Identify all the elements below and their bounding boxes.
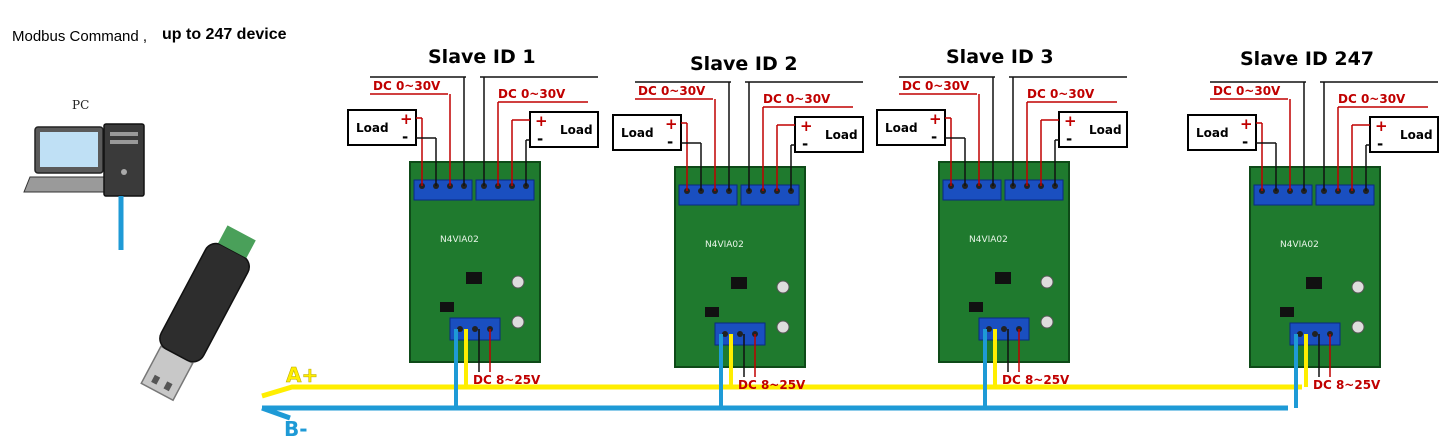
screw <box>722 331 728 337</box>
ic-chip <box>1280 307 1294 317</box>
terminal-block-right <box>740 184 800 206</box>
terminal-block-left <box>942 179 1002 201</box>
rs485-bus: A+ B- <box>261 363 1302 441</box>
capacitor <box>1040 275 1054 289</box>
bus-a-line <box>261 384 1302 399</box>
load-left-label: Load <box>356 121 389 135</box>
capacitor <box>776 280 790 294</box>
load-left-box <box>347 109 417 146</box>
ic-chip <box>440 302 454 312</box>
load-right-box <box>1369 116 1439 153</box>
dc-right-label: DC 0~30V <box>1027 87 1095 101</box>
load-left-box <box>1187 114 1257 151</box>
capacitor <box>1351 280 1365 294</box>
load-left-plus: + <box>1240 115 1253 133</box>
board-model-label: N4VIA02 <box>440 235 479 245</box>
load-left-minus: - <box>931 128 937 146</box>
load-right-box <box>794 116 864 153</box>
load-left-label: Load <box>885 121 918 135</box>
load-left-box <box>612 114 682 151</box>
load-left-label: Load <box>1196 126 1229 140</box>
dc-left-label: DC 0~30V <box>638 84 706 98</box>
device-count-text: up to 247 device <box>162 26 287 43</box>
load-right-minus: - <box>537 130 543 148</box>
board-model-label: N4VIA02 <box>705 240 744 250</box>
ic-chip <box>969 302 983 312</box>
load-left-plus: + <box>400 110 413 128</box>
power-label: DC 8~25V <box>1002 373 1070 387</box>
load-right-minus: - <box>1377 135 1383 153</box>
ic-chip <box>731 277 747 289</box>
load-right-label: Load <box>1089 123 1122 137</box>
terminal-block-right <box>1315 184 1375 206</box>
load-right-plus: + <box>800 117 813 135</box>
pc-icon: PC <box>23 98 145 197</box>
board-model-label: N4VIA02 <box>1280 240 1319 250</box>
dc-right-label: DC 0~30V <box>1338 92 1406 106</box>
dc-left-label: DC 0~30V <box>373 79 441 93</box>
load-left-plus: + <box>665 115 678 133</box>
terminal-block-left <box>413 179 473 201</box>
dc-right-label: DC 0~30V <box>498 87 566 101</box>
power-label: DC 8~25V <box>738 378 806 392</box>
terminal-block-left <box>1253 184 1313 206</box>
ic-chip <box>466 272 482 284</box>
load-right-plus: + <box>1375 117 1388 135</box>
load-right-minus: - <box>802 135 808 153</box>
load-left-label: Load <box>621 126 654 140</box>
screw <box>1001 326 1007 332</box>
capacitor <box>1351 320 1365 334</box>
ic-chip <box>995 272 1011 284</box>
terminal-block-left <box>678 184 738 206</box>
load-right-plus: + <box>535 112 548 130</box>
load-right-box <box>1058 111 1128 148</box>
screw <box>1297 331 1303 337</box>
capacitor <box>776 320 790 334</box>
modbus-command-text: Modbus Command , <box>12 28 148 45</box>
board-model-label: N4VIA02 <box>969 235 1008 245</box>
bus-a-label: A+ <box>286 363 318 387</box>
ic-chip <box>1306 277 1322 289</box>
power-label: DC 8~25V <box>473 373 541 387</box>
ic-chip <box>705 307 719 317</box>
dc-left-label: DC 0~30V <box>902 79 970 93</box>
slave-title: Slave ID 247 <box>1240 48 1374 70</box>
capacitor <box>511 275 525 289</box>
screw <box>986 326 992 332</box>
load-right-label: Load <box>1400 128 1433 142</box>
load-left-box <box>876 109 946 146</box>
load-left-minus: - <box>402 128 408 146</box>
slave-title: Slave ID 2 <box>690 53 798 75</box>
bus-b-label: B- <box>284 417 308 441</box>
slave-title: Slave ID 3 <box>946 46 1054 68</box>
load-right-label: Load <box>825 128 858 142</box>
screw <box>457 326 463 332</box>
load-left-minus: - <box>1242 133 1248 151</box>
dc-right-label: DC 0~30V <box>763 92 831 106</box>
slave-title: Slave ID 1 <box>428 46 536 68</box>
load-right-plus: + <box>1064 112 1077 130</box>
terminal-block-right <box>1004 179 1064 201</box>
dc-left-label: DC 0~30V <box>1213 84 1281 98</box>
screw <box>1312 331 1318 337</box>
pc-label: PC <box>72 98 89 112</box>
screw <box>737 331 743 337</box>
load-left-minus: - <box>667 133 673 151</box>
load-right-box <box>529 111 599 148</box>
load-right-minus: - <box>1066 130 1072 148</box>
capacitor <box>1040 315 1054 329</box>
load-left-plus: + <box>929 110 942 128</box>
load-right-label: Load <box>560 123 593 137</box>
usb-rs485-adapter <box>140 225 256 402</box>
screw <box>472 326 478 332</box>
terminal-block-right <box>475 179 535 201</box>
power-label: DC 8~25V <box>1313 378 1381 392</box>
capacitor <box>511 315 525 329</box>
